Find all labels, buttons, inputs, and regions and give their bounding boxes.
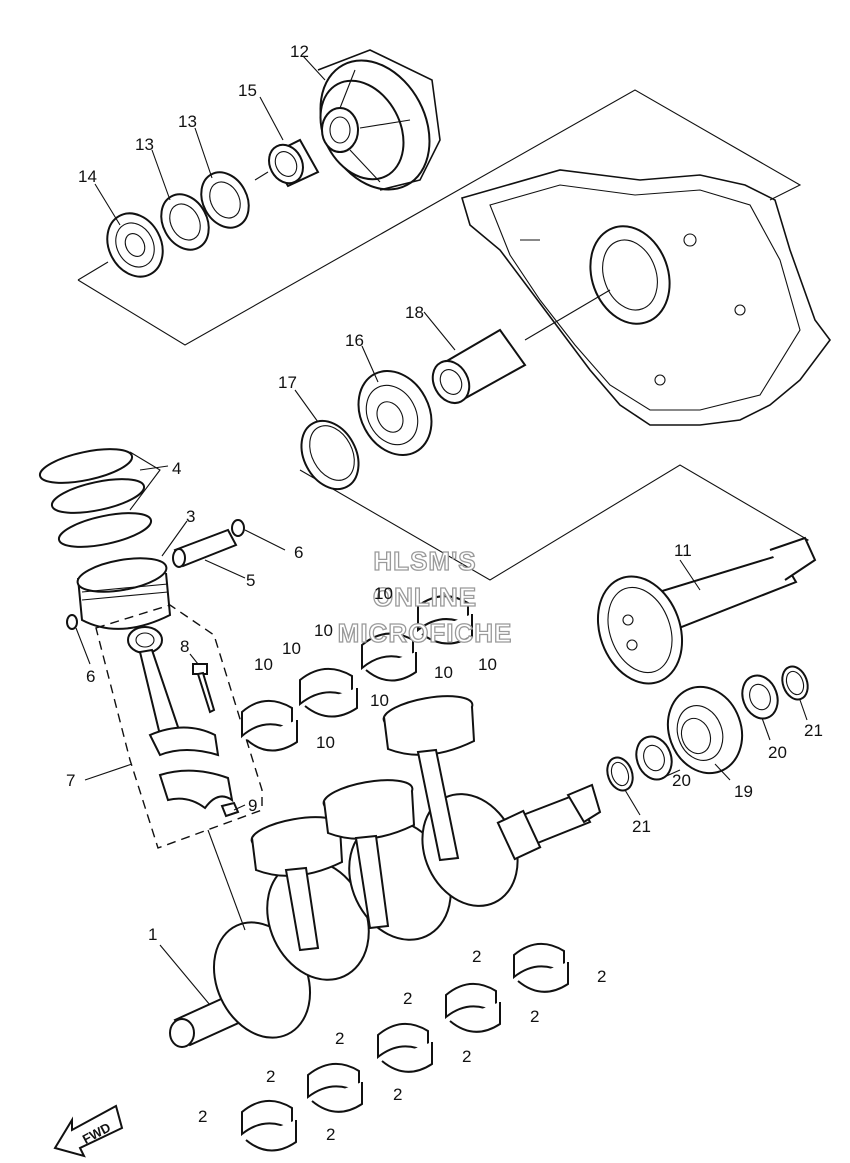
watermark-line-3: MICROFICHE <box>338 618 513 648</box>
piston-1 <box>250 816 344 952</box>
callout-10: 10 <box>314 621 333 640</box>
callout-7: 7 <box>66 771 75 790</box>
callout-8: 8 <box>180 637 189 656</box>
callout-3: 3 <box>186 507 195 526</box>
callout-19: 19 <box>734 782 753 801</box>
callout-20: 20 <box>672 771 691 790</box>
leader-lines <box>75 55 808 1006</box>
part-11-output-shaft <box>596 536 817 685</box>
callout-15: 15 <box>238 81 257 100</box>
callout-6: 6 <box>294 543 303 562</box>
watermark: HLSM'S ONLINE MICROFICHE <box>337 545 513 648</box>
callout-10: 10 <box>374 584 393 603</box>
part-5-piston-pin <box>172 528 238 568</box>
part-2-main-bearings <box>241 943 569 1152</box>
shaft-group-frame <box>299 289 810 581</box>
callout-14: 14 <box>78 167 97 186</box>
callout-9: 9 <box>248 796 257 815</box>
part-6-pin-clip <box>66 519 245 630</box>
part-13-oil-seal <box>160 171 250 251</box>
piston-3 <box>382 695 476 862</box>
callout-17: 17 <box>278 373 297 392</box>
part-16-bearing <box>357 369 433 457</box>
callout-2: 2 <box>403 989 412 1008</box>
callout-2: 2 <box>266 1067 275 1086</box>
part-17-circlip <box>300 419 360 491</box>
callout-2: 2 <box>335 1029 344 1048</box>
connecting-rod <box>127 626 220 757</box>
callout-labels: 12 15 13 13 14 18 16 17 4 3 6 5 6 8 7 9 … <box>66 42 823 1144</box>
callout-10: 10 <box>478 655 497 674</box>
part-19-gear <box>666 685 744 775</box>
callout-10: 10 <box>316 733 335 752</box>
part-18-sleeve <box>431 289 611 405</box>
callout-5: 5 <box>246 571 255 590</box>
part-9-rod-nut <box>220 801 240 818</box>
callout-10: 10 <box>254 655 273 674</box>
callout-2: 2 <box>326 1125 335 1144</box>
callout-2: 2 <box>472 947 481 966</box>
callout-21: 21 <box>804 721 823 740</box>
callout-6: 6 <box>86 667 95 686</box>
watermark-line-2: ONLINE <box>373 582 477 612</box>
part-3-piston <box>76 557 172 630</box>
callout-11: 11 <box>674 541 692 560</box>
fwd-arrow-icon: FWD <box>53 1104 124 1158</box>
callout-13: 13 <box>135 135 154 154</box>
callout-2: 2 <box>462 1047 471 1066</box>
part-4-piston-rings <box>38 448 161 548</box>
callout-2: 2 <box>198 1107 207 1126</box>
part-7-connecting-rod-assembly <box>95 604 263 849</box>
part-1-crankshaft <box>169 783 602 1048</box>
callout-4: 4 <box>172 459 181 478</box>
part-14-bearing <box>106 212 164 278</box>
callout-2: 2 <box>597 967 606 986</box>
watermark-line-1: HLSM'S <box>373 546 476 576</box>
callout-18: 18 <box>405 303 424 322</box>
callout-2: 2 <box>393 1085 402 1104</box>
callout-10: 10 <box>282 639 301 658</box>
piston-2 <box>322 779 416 930</box>
part-20-washer <box>635 674 779 781</box>
part-8-rod-bolt <box>192 663 216 714</box>
callout-10: 10 <box>434 663 453 682</box>
crank-pistons <box>250 695 476 952</box>
callout-16: 16 <box>345 331 364 350</box>
rod-cap <box>158 769 234 810</box>
callout-1: 1 <box>148 925 157 944</box>
callout-20: 20 <box>768 743 787 762</box>
callout-2: 2 <box>530 1007 539 1026</box>
part-12-drive-housing <box>317 49 441 191</box>
callout-10: 10 <box>370 691 389 710</box>
callout-13: 13 <box>178 112 197 131</box>
part-10-rod-bearings <box>241 595 473 752</box>
callout-21: 21 <box>632 817 651 836</box>
part-21-circlip <box>606 665 809 792</box>
callout-12: 12 <box>290 42 309 61</box>
crankcase-housing <box>461 169 831 426</box>
bearing-housing-group <box>77 49 802 346</box>
part-15-bushing <box>268 138 320 188</box>
